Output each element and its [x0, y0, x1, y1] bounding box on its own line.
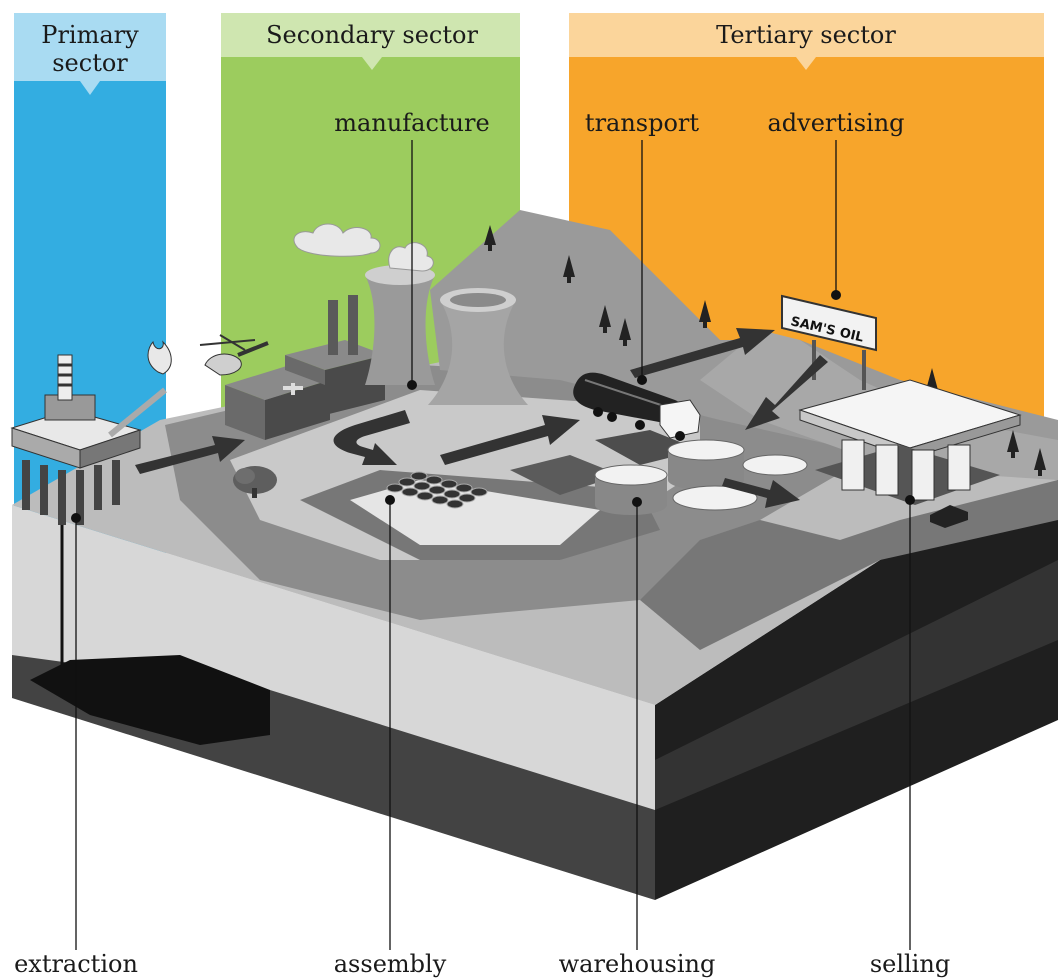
tree-icon	[484, 225, 496, 251]
leader-dots	[71, 290, 915, 523]
tree-icon	[563, 255, 575, 283]
secondary-header-pointer	[362, 57, 382, 70]
storage-tank-icon	[742, 454, 808, 476]
storage-tank-icon	[672, 485, 758, 511]
tertiary-sector-label: Tertiary sector	[716, 21, 896, 49]
warehousing-label: warehousing	[559, 950, 716, 978]
flow-arrows	[135, 328, 828, 508]
oil-rig-icon	[10, 340, 172, 525]
flow-arrow-icon	[630, 328, 775, 378]
factory-icon	[225, 223, 385, 440]
leader-lines	[75, 140, 911, 950]
secondary-sector-label: Secondary sector	[266, 21, 478, 49]
assembly-label: assembly	[334, 950, 447, 978]
tree-icon	[619, 318, 631, 346]
car-icon	[930, 505, 968, 528]
oil-reservoir	[30, 655, 270, 745]
tree-icon	[1007, 430, 1019, 458]
cooling-tower-icon	[388, 242, 528, 405]
ground-right-stratum	[655, 560, 1058, 810]
tanker-truck-icon	[573, 372, 701, 441]
flow-arrow-icon	[440, 415, 580, 465]
primary-header-pointer	[80, 81, 100, 95]
tree-icon	[1034, 448, 1046, 476]
secondary-header	[221, 13, 520, 57]
primary-header	[14, 13, 166, 81]
extraction-label: extraction	[14, 950, 138, 978]
tree-icon	[233, 466, 277, 498]
flow-arrow-icon	[333, 410, 410, 465]
storage-tank-icon	[594, 464, 668, 515]
barrels-icon	[386, 471, 488, 509]
helicopter-icon	[199, 334, 269, 376]
tree-icon	[599, 305, 611, 333]
flow-arrow-icon	[722, 478, 800, 508]
storage-tank-icon	[667, 439, 745, 490]
advertising-label: advertising	[767, 109, 904, 137]
flow-arrow-icon	[135, 436, 245, 474]
flow-arrow-icon	[745, 355, 828, 430]
transport-label: transport	[585, 109, 699, 137]
billboard-icon: SAM'S OIL	[781, 294, 877, 390]
tree-icon	[699, 300, 711, 328]
cooling-tower-icon	[365, 265, 435, 385]
selling-label: selling	[870, 950, 950, 978]
manufacture-label: manufacture	[334, 109, 489, 137]
primary-sector-label-line2: sector	[52, 49, 128, 77]
tile-1	[510, 455, 620, 495]
primary-sector-label-line1: Primary	[41, 21, 139, 49]
tertiary-header-pointer	[796, 57, 816, 70]
gas-station-icon	[798, 379, 1022, 505]
tertiary-header	[569, 13, 1044, 57]
